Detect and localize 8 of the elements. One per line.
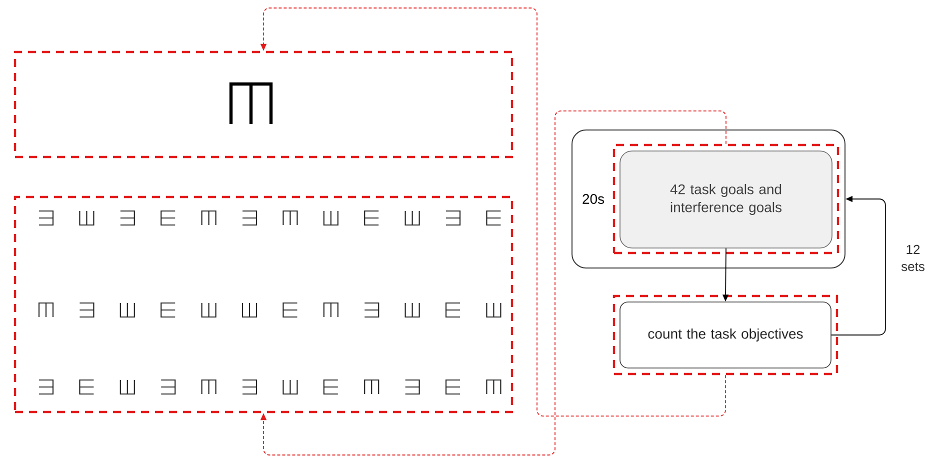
dashed-box	[612, 294, 838, 376]
dashed-box	[14, 196, 514, 414]
process-box: 42 task goals and interference goals	[620, 150, 832, 248]
edge-label: 12 sets	[896, 244, 930, 272]
process-box: count the task objectives	[620, 302, 832, 368]
dashed-box	[612, 144, 840, 254]
arrow	[260, 110, 726, 456]
dashed-box	[14, 50, 514, 158]
